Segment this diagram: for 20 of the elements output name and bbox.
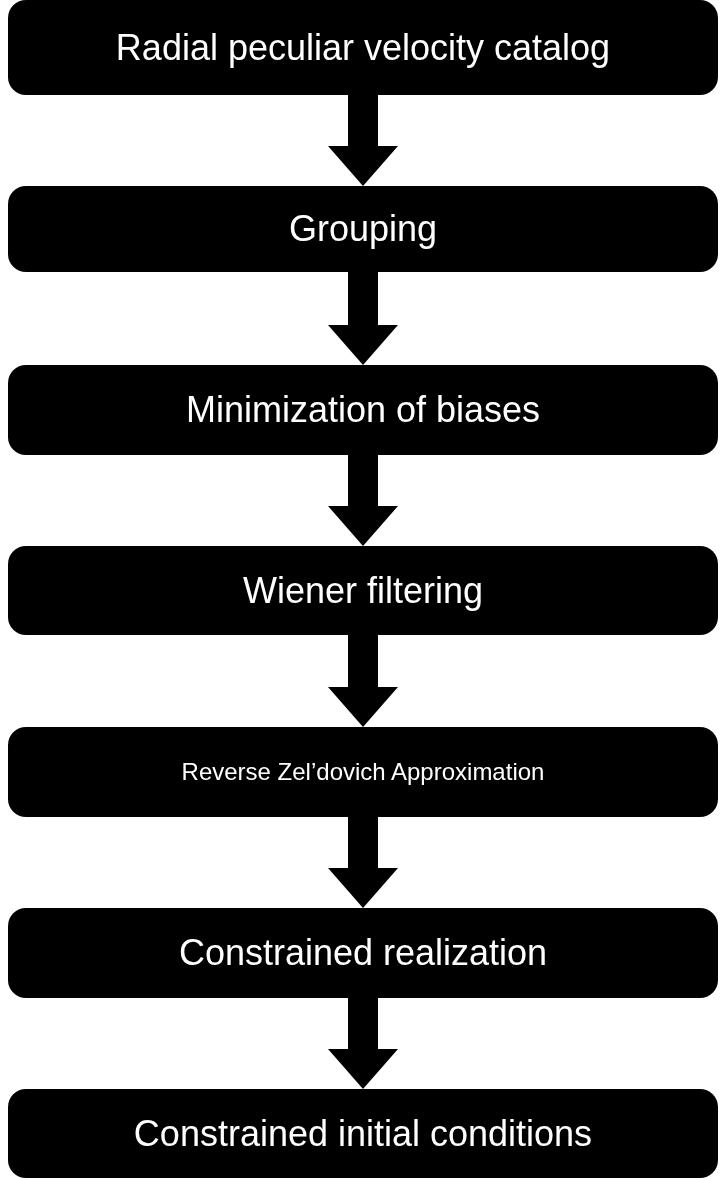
- arrow: [328, 635, 398, 727]
- process-box: [8, 1089, 718, 1178]
- process-box: [8, 0, 718, 95]
- step-label: Constrained initial conditions: [133, 1112, 593, 1155]
- step-label: Grouping: [288, 208, 438, 250]
- process-box: [8, 186, 718, 272]
- arrow: [328, 272, 398, 365]
- step-label: Constrained realization: [178, 932, 548, 974]
- step-label: Radial peculiar velocity catalog: [115, 26, 611, 69]
- arrow: [328, 95, 398, 186]
- process-box: [8, 365, 718, 455]
- process-box: [8, 908, 718, 998]
- arrow: [328, 998, 398, 1089]
- process-box: [8, 546, 718, 635]
- process-box: [8, 727, 718, 817]
- step-label: Wiener filtering: [242, 569, 484, 612]
- step-label: Minimization of biases: [185, 389, 541, 431]
- arrow: [328, 817, 398, 908]
- step-label: Reverse Zel’dovich Approximation: [181, 758, 545, 786]
- arrow: [328, 455, 398, 546]
